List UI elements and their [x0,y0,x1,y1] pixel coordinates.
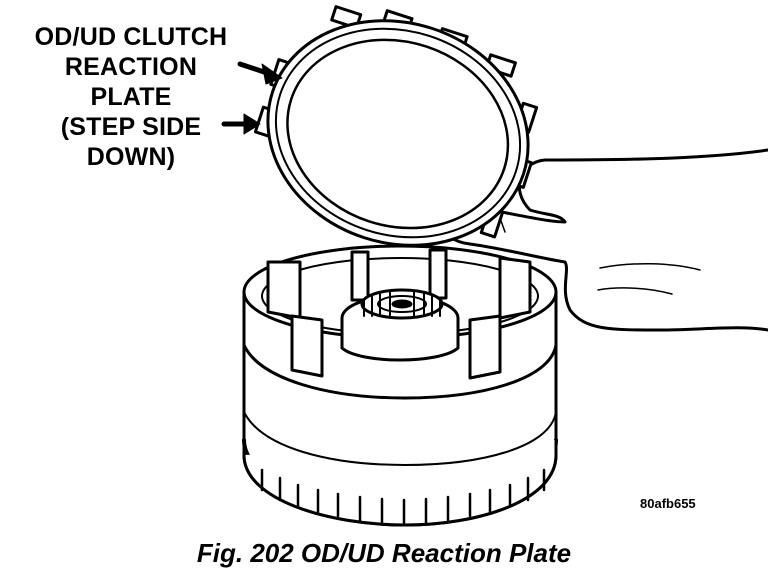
callout-line-3: PLATE [90,83,172,111]
reaction-plate-callout: OD/UD CLUTCH REACTION PLATE (STEP SIDE D… [6,22,256,172]
figure-code: 80afb655 [640,496,696,511]
callout-line-5: DOWN) [86,143,176,171]
figure-caption: Fig. 202 OD/UD Reaction Plate [196,538,572,568]
callout-line-2: REACTION [64,53,198,81]
clutch-retainer-drum [242,244,558,527]
callout-line-4: (STEP SIDE [60,113,202,141]
callout-arrows [221,61,283,135]
reaction-plate [253,5,539,247]
callout-line-1: OD/UD CLUTCH [34,23,228,51]
